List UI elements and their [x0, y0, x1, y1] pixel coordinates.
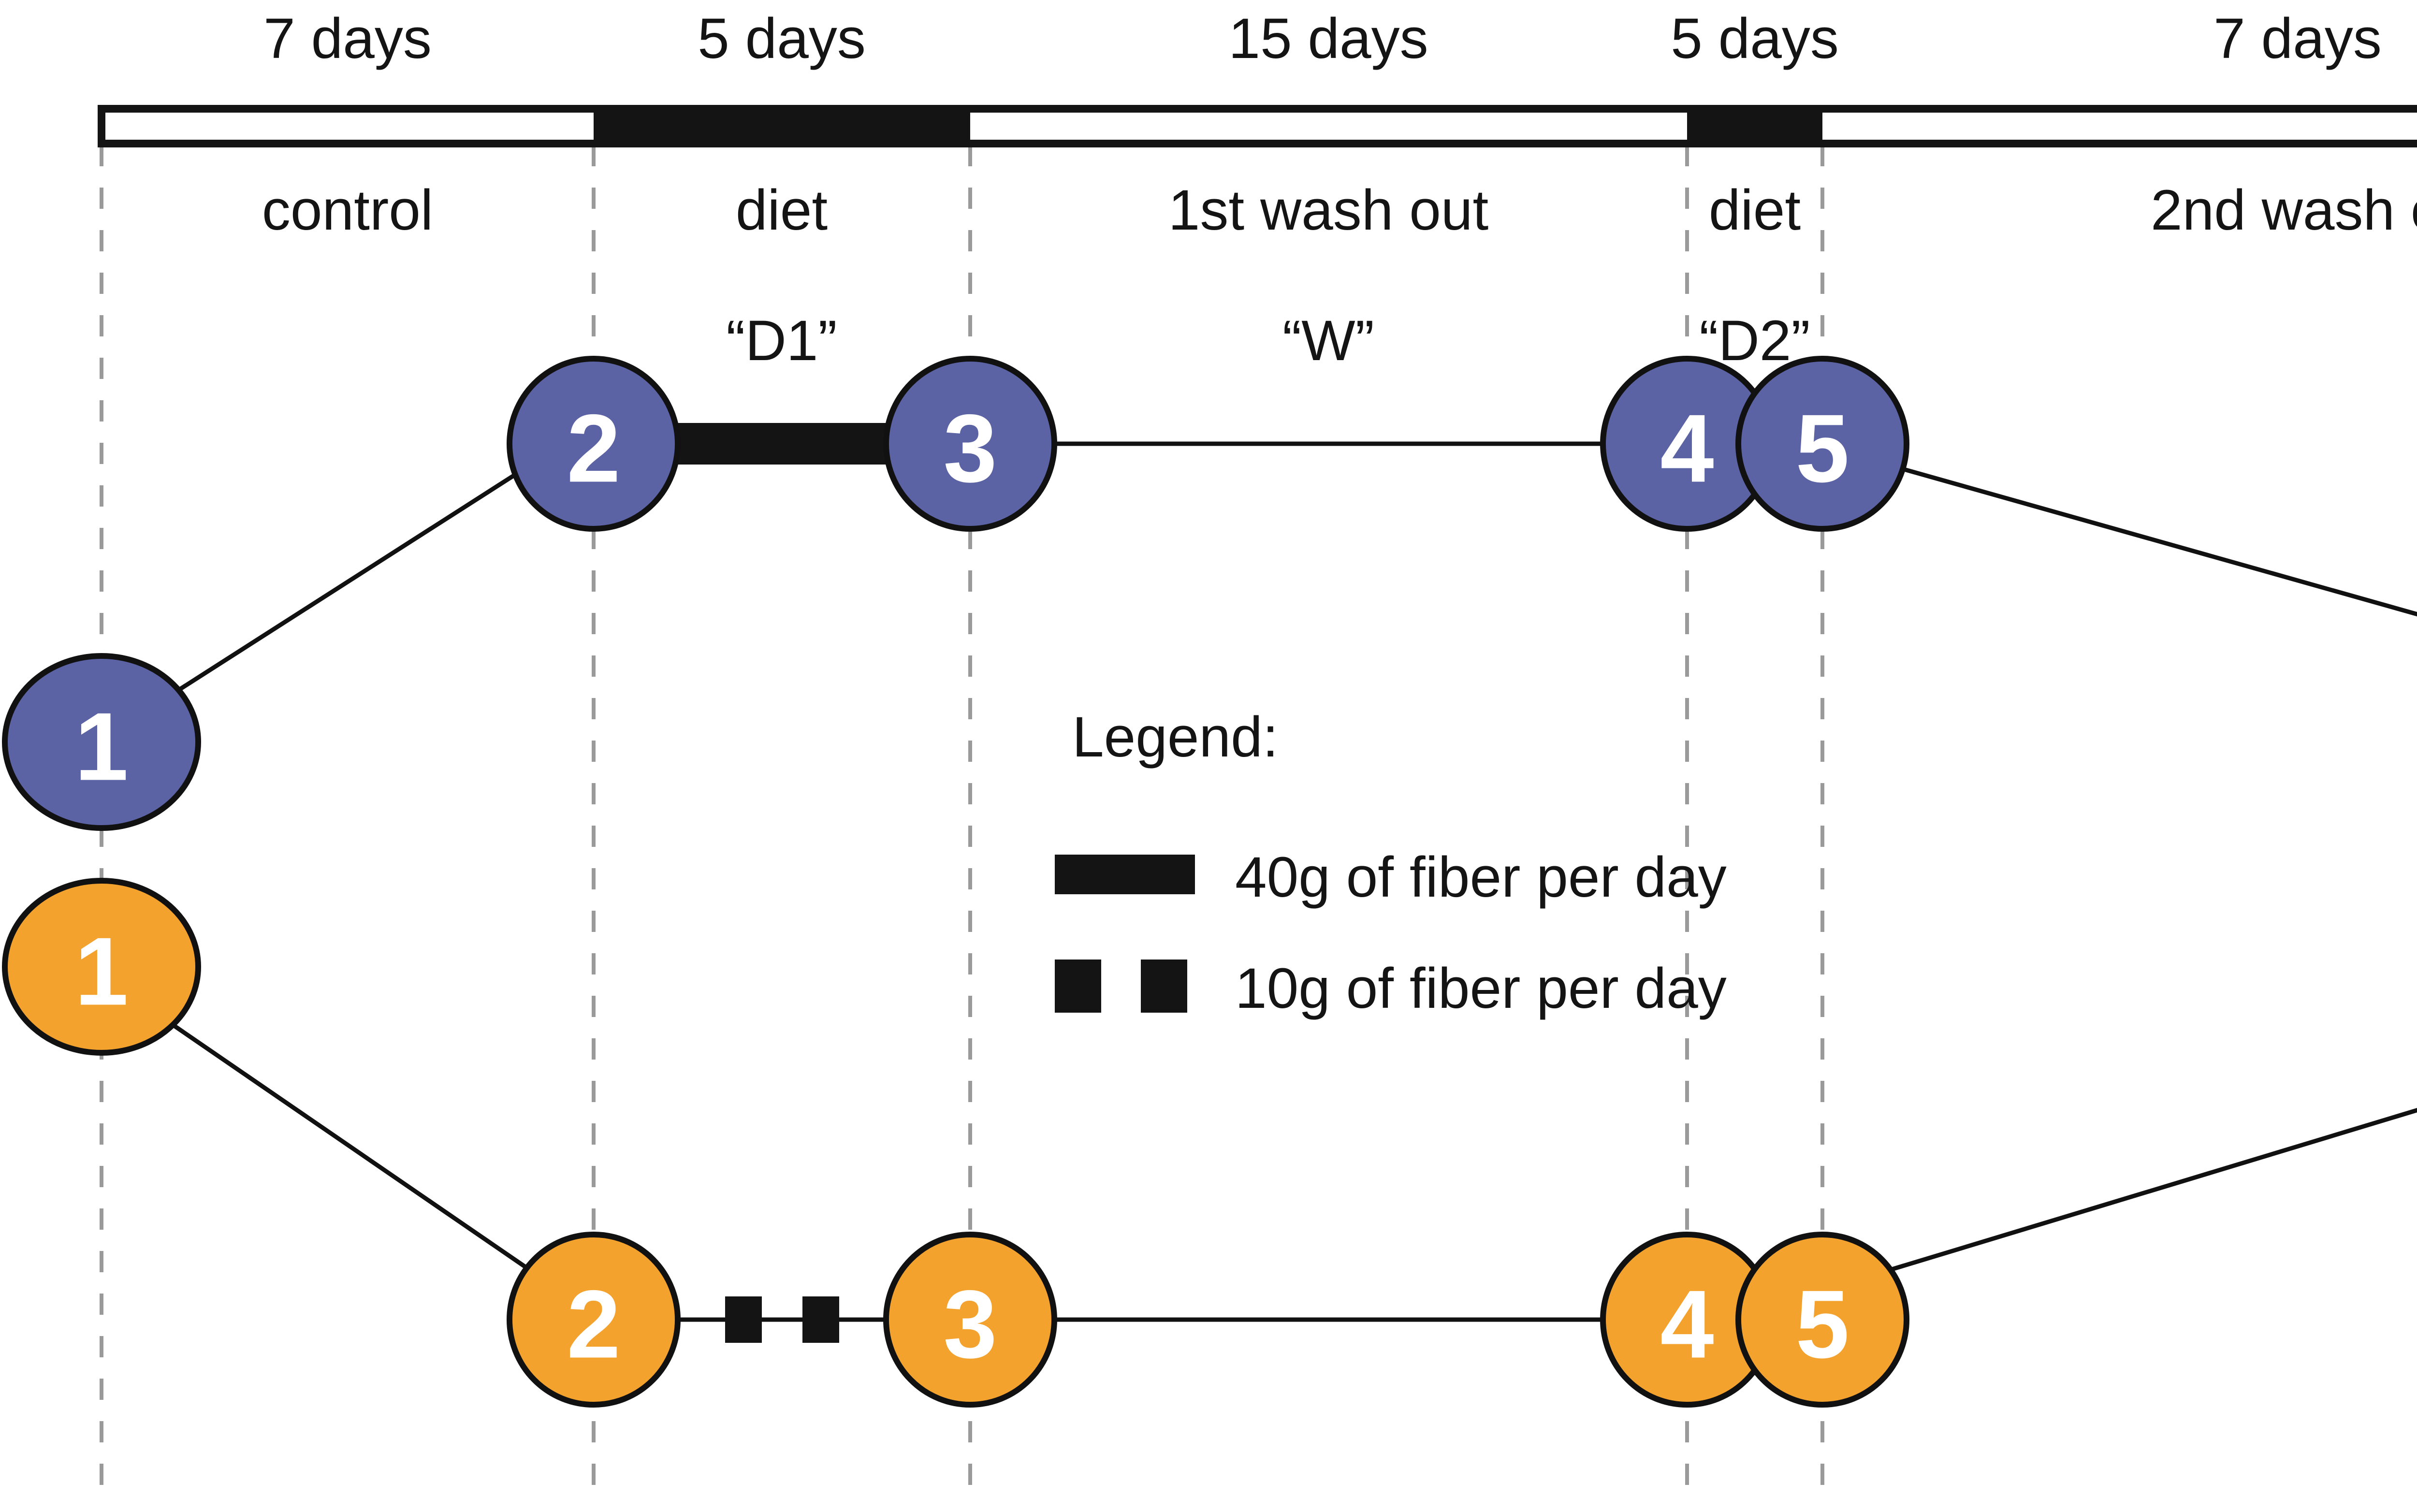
node-blue-1[interactable]: 1 — [2, 653, 201, 831]
node-orange-3[interactable]: 3 — [883, 1232, 1057, 1408]
duration-label-5: 7 days — [2213, 7, 2382, 71]
phase-labels-group: control diet 1st wash out diet 2nd wash … — [262, 178, 2417, 242]
node-blue-2-circle[interactable] — [507, 356, 681, 532]
legend-swatch-solid-thick-icon — [1055, 855, 1195, 894]
code-label-d1: “D1” — [726, 309, 837, 373]
duration-label-1: 7 days — [263, 7, 432, 71]
orange-link-2-3-10g-block-2 — [802, 1296, 839, 1343]
node-orange-3-label: 3 — [943, 1271, 997, 1379]
node-blue-5-circle[interactable] — [1735, 356, 1909, 532]
duration-label-2: 5 days — [698, 7, 866, 71]
node-orange-5-label: 5 — [1795, 1271, 1849, 1379]
node-blue-3-circle[interactable] — [883, 356, 1057, 532]
legend-label-10g: 10g of fiber per day — [1235, 957, 1727, 1020]
node-blue-2[interactable]: 2 — [507, 356, 681, 532]
node-blue-1-label: 1 — [74, 693, 128, 801]
orange-arm-path — [168, 1020, 2417, 1343]
legend-entry-40g: 40g of fiber per day — [1055, 845, 1727, 909]
blue-arm-nodes: 1 2 3 4 5 6 — [2, 356, 1909, 831]
node-blue-3[interactable]: 3 — [883, 356, 1057, 532]
blue-arm-path — [168, 421, 2417, 698]
duration-labels-group: 7 days 5 days 15 days 5 days 7 days — [263, 7, 2382, 71]
blue-link-1-2 — [168, 462, 533, 698]
node-blue-4[interactable]: 4 — [1600, 356, 1774, 532]
timeline-bar — [98, 105, 2417, 147]
timeline-bar-segment-diet-1 — [594, 109, 970, 144]
node-blue-4-label: 4 — [1660, 395, 1714, 503]
blue-link-5-6 — [1884, 462, 2417, 617]
node-orange-3-circle[interactable] — [883, 1232, 1057, 1408]
legend-swatch-dashed-block-2-icon — [1141, 960, 1187, 1013]
code-label-w: “W” — [1282, 309, 1374, 373]
legend-entry-10g: 10g of fiber per day — [1055, 957, 1727, 1020]
orange-arm-nodes: 1 2 3 4 5 6 — [2, 878, 1909, 1408]
node-orange-2[interactable]: 2 — [507, 1232, 681, 1408]
legend-label-40g: 40g of fiber per day — [1235, 845, 1727, 909]
node-orange-1[interactable]: 1 — [2, 878, 201, 1056]
node-orange-4-label: 4 — [1660, 1271, 1714, 1379]
node-orange-5-circle[interactable] — [1735, 1232, 1909, 1408]
orange-link-5-6 — [1884, 1108, 2417, 1274]
phase-label-washout-2: 2nd wash out — [2151, 178, 2417, 242]
node-blue-5-label: 5 — [1795, 395, 1849, 503]
gridlines-group — [100, 145, 1824, 1498]
phase-label-diet-1: diet — [736, 178, 828, 242]
node-blue-3-label: 3 — [943, 395, 997, 503]
legend: Legend: 40g of fiber per day 10g of fibe… — [1055, 705, 1727, 1020]
legend-swatch-dashed-block-1-icon — [1055, 960, 1101, 1013]
node-orange-1-label: 1 — [74, 918, 128, 1026]
node-blue-1-circle[interactable] — [2, 653, 201, 831]
timeline-bar-segment-diet-2 — [1687, 109, 1822, 144]
node-orange-1-circle[interactable] — [2, 878, 201, 1056]
node-orange-2-label: 2 — [567, 1271, 620, 1379]
phase-label-washout-1: 1st wash out — [1168, 178, 1488, 242]
orange-link-2-3-10g-block-1 — [725, 1296, 762, 1343]
node-blue-2-label: 2 — [567, 395, 620, 503]
duration-label-3: 15 days — [1228, 7, 1428, 71]
orange-link-1-2 — [168, 1020, 533, 1273]
node-orange-4[interactable]: 4 — [1600, 1232, 1774, 1408]
node-orange-5[interactable]: 5 — [1735, 1232, 1909, 1408]
duration-label-4: 5 days — [1671, 7, 1839, 71]
node-orange-2-circle[interactable] — [507, 1232, 681, 1408]
period-code-labels-group: “D1” “W” “D2” — [726, 309, 1810, 373]
timeline-bar-track — [98, 105, 2417, 147]
node-blue-5[interactable]: 5 — [1735, 356, 1909, 532]
legend-title: Legend: — [1072, 705, 1279, 769]
phase-label-diet-2: diet — [1709, 178, 1801, 242]
phase-label-control: control — [262, 178, 433, 242]
